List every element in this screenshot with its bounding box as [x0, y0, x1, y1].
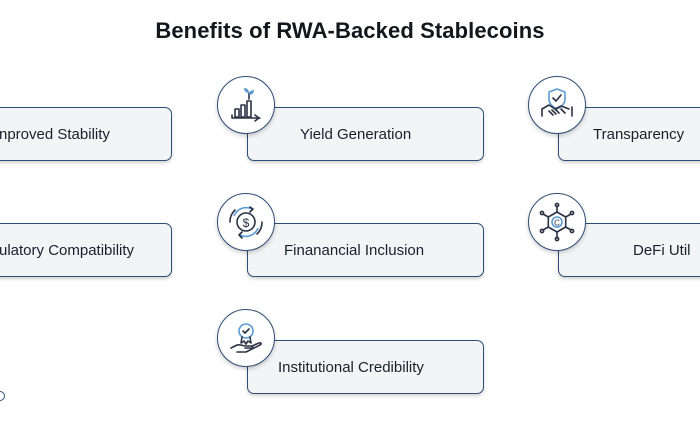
- crypto-network-icon: C: [528, 193, 586, 251]
- page-title: Benefits of RWA-Backed Stablecoins: [155, 18, 545, 43]
- benefit-label: DeFi Util: [633, 241, 691, 259]
- benefit-label: nproved Stability: [0, 125, 110, 143]
- benefit-card-institutional-credibility: Institutional Credibility: [247, 340, 484, 394]
- svg-text:C: C: [554, 219, 560, 228]
- benefit-card-yield-generation: Yield Generation: [247, 107, 484, 161]
- benefit-label: Yield Generation: [300, 125, 412, 143]
- benefit-label: Finanancial Inclusion: [284, 241, 425, 259]
- growth-chart-icon: [217, 76, 275, 134]
- money-cycle-icon: $: [217, 193, 275, 251]
- benefit-card-defi-utility: DeFi Util: [558, 223, 700, 277]
- benefit-label: Transparency: [593, 125, 685, 143]
- decorative-dot: [0, 391, 5, 401]
- benefit-card-financial-inclusion: Finanancial Inclusion: [247, 223, 484, 277]
- benefit-card-regulatory-compatibility: ulatory Compatibility: [0, 223, 172, 277]
- benefit-label: Institutional Credibility: [278, 358, 424, 376]
- handshake-shield-icon: [528, 76, 586, 134]
- benefit-card-improved-stability: nproved Stability: [0, 107, 172, 161]
- svg-text:$: $: [243, 216, 250, 230]
- benefit-label: ulatory Compatibility: [0, 241, 135, 259]
- award-hand-icon: [217, 309, 275, 367]
